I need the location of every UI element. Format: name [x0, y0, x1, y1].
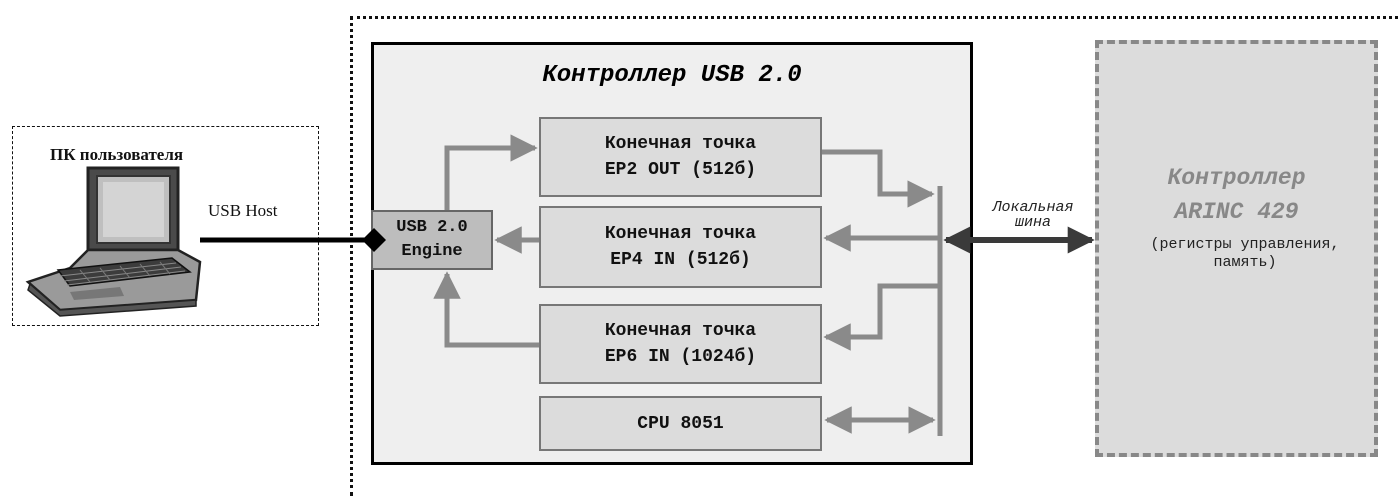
arrow-engine-to-ep2: [447, 148, 535, 210]
diamond-connector-icon: [362, 228, 386, 252]
arrow-ep2-to-bus: [822, 152, 932, 194]
connection-lines: [0, 0, 1398, 486]
laptop-icon: [28, 168, 200, 316]
arrow-bus-to-ep6: [826, 286, 940, 337]
arrow-ep6-to-engine: [447, 274, 539, 345]
